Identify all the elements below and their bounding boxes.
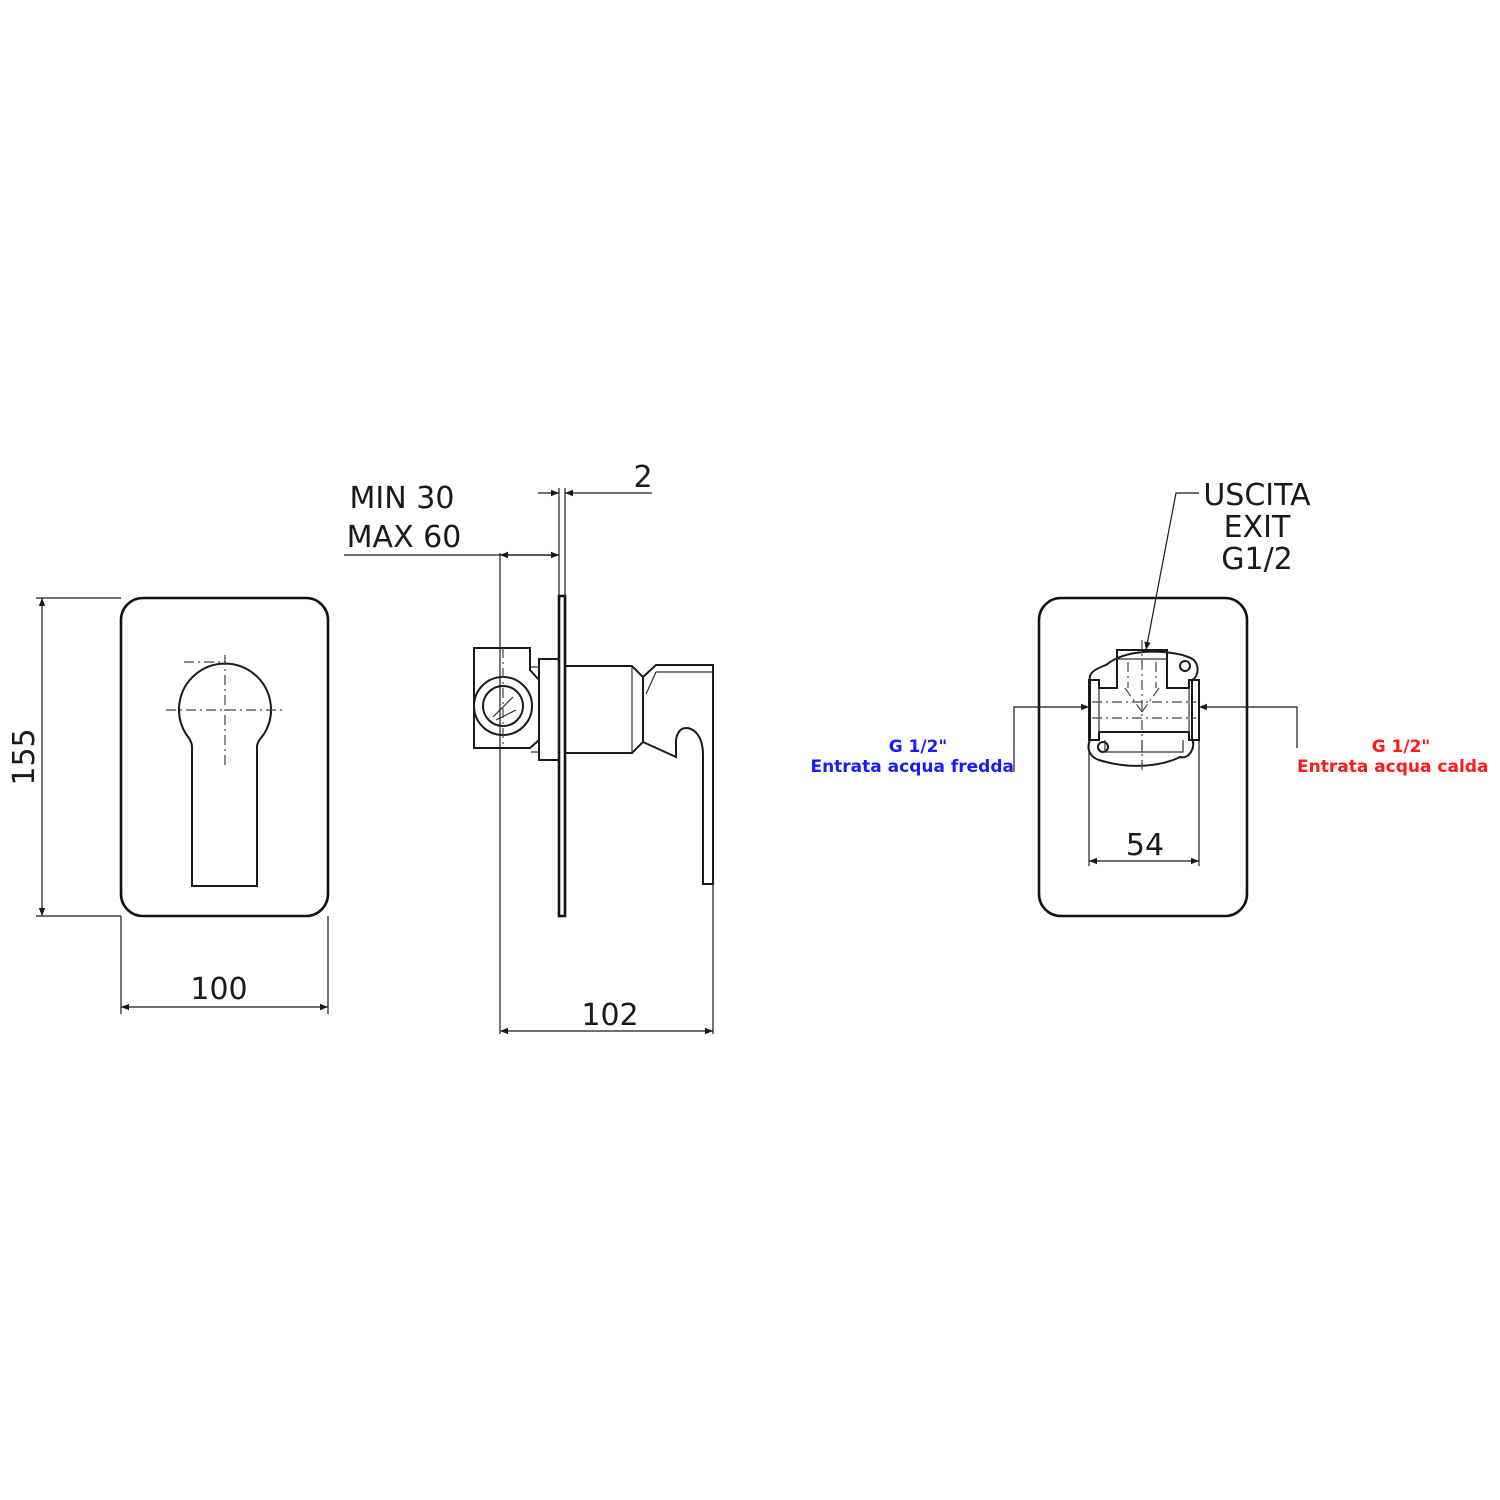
cold-inlet-thread: G 1/2" — [889, 737, 948, 757]
recess-dimension: MIN 30 MAX 60 — [344, 481, 560, 596]
height-dim-value: 155 — [7, 728, 42, 785]
outlet-callout: USCITA EXIT G1/2 — [1144, 478, 1311, 651]
inlet-spacing-dimension: 54 — [1088, 740, 1200, 866]
recess-max-label: MAX 60 — [347, 520, 462, 555]
recess-min-label: MIN 30 — [350, 481, 455, 516]
side-lever-handle — [642, 664, 714, 885]
side-connector-elbow — [473, 647, 540, 749]
rear-view: USCITA EXIT G1/2 54 G 1/2" Entrata acqua… — [810, 478, 1488, 918]
hot-inlet-callout: G 1/2" Entrata acqua calda — [1199, 703, 1488, 777]
cold-inlet-callout: G 1/2" Entrata acqua fredda — [810, 703, 1089, 777]
front-lever-handle — [178, 662, 272, 887]
front-centerlines — [166, 655, 284, 766]
depth-dim-value: 102 — [581, 998, 638, 1033]
side-inlet-fitting-inner — [482, 685, 524, 727]
outlet-label-line1: USCITA — [1203, 478, 1311, 513]
front-cover-plate — [119, 596, 330, 918]
side-view: 102 MIN 30 MAX 60 2 — [344, 460, 714, 1035]
hot-inlet-thread: G 1/2" — [1372, 737, 1431, 757]
cold-inlet-desc: Entrata acqua fredda — [810, 757, 1014, 777]
rear-cover-plate — [1037, 596, 1249, 918]
rear-mount-hole-left — [1097, 741, 1109, 753]
height-dimension: 155 — [7, 597, 121, 917]
outlet-label-line3: G1/2 — [1221, 542, 1293, 577]
rear-internal-passages — [1092, 640, 1196, 770]
depth-dimension: 102 — [499, 553, 714, 1035]
width-dim-value: 100 — [190, 972, 247, 1007]
front-view: 155 100 — [7, 596, 330, 1014]
inlet-spacing-value: 54 — [1126, 828, 1164, 863]
width-dimension: 100 — [120, 916, 329, 1014]
plate-thickness-value: 2 — [633, 460, 652, 495]
rear-mount-hole-right — [1179, 660, 1191, 672]
side-valve-flange — [538, 658, 560, 761]
side-mixer-body — [565, 665, 644, 754]
plate-thickness-dimension: 2 — [538, 460, 653, 596]
outlet-label-line2: EXIT — [1224, 510, 1291, 545]
hot-inlet-desc: Entrata acqua calda — [1297, 757, 1488, 777]
rear-valve-body — [1088, 649, 1200, 741]
